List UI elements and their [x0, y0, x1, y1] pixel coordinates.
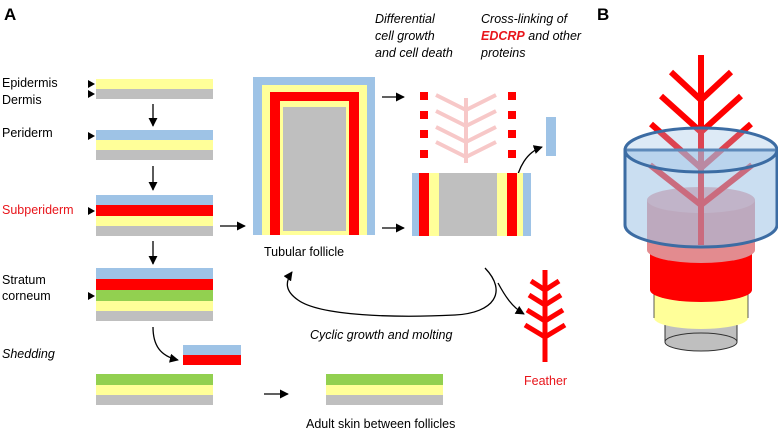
label-dermis: Dermis — [2, 93, 42, 107]
label-epidermis: Epidermis — [2, 76, 58, 90]
panel-label-a: A — [4, 5, 16, 24]
label-crosslinking-line2: EDCRP and other — [481, 29, 582, 43]
label-cyclic-growth: Cyclic growth and molting — [310, 328, 452, 342]
label-tubular-follicle: Tubular follicle — [264, 245, 344, 259]
label-adult-skin: Adult skin between follicles — [306, 417, 455, 429]
label-crosslinking-rest: and other — [525, 29, 582, 43]
label-differential-line2: cell growth — [375, 29, 435, 43]
label-differential-line3: and cell death — [375, 46, 453, 60]
stack-adult-skin — [326, 374, 443, 405]
stack-after-shedding — [96, 374, 213, 405]
follicle-barb-stage — [420, 92, 516, 163]
stack-periderm — [96, 130, 213, 160]
stack-stratum-corneum — [96, 268, 213, 321]
label-subperiderm: Subperiderm — [2, 203, 74, 217]
shed-layers — [183, 345, 241, 365]
follicle-3d-model — [623, 55, 778, 352]
vertical-arrows — [148, 104, 179, 363]
cyclic-arrows — [283, 267, 525, 317]
tubular-follicle — [253, 77, 375, 235]
panel-label-b: B — [597, 5, 609, 24]
label-differential-line1: Differential — [375, 12, 436, 26]
stack-subperiderm — [96, 195, 213, 236]
label-shedding: Shedding — [2, 347, 55, 361]
layer-pointers — [88, 80, 95, 300]
label-stratum-line2: corneum — [2, 289, 51, 303]
feather-icon — [523, 270, 567, 362]
label-edcrp: EDCRP — [481, 29, 525, 43]
label-feather: Feather — [524, 374, 567, 388]
label-periderm: Periderm — [2, 126, 53, 140]
shed-periderm — [546, 117, 556, 156]
stack-initial — [96, 79, 213, 99]
label-crosslinking-line3: proteins — [480, 46, 525, 60]
label-stratum-line1: Stratum — [2, 273, 46, 287]
label-crosslinking-line1: Cross-linking of — [481, 12, 569, 26]
follicle-sheath-stage — [412, 173, 531, 236]
